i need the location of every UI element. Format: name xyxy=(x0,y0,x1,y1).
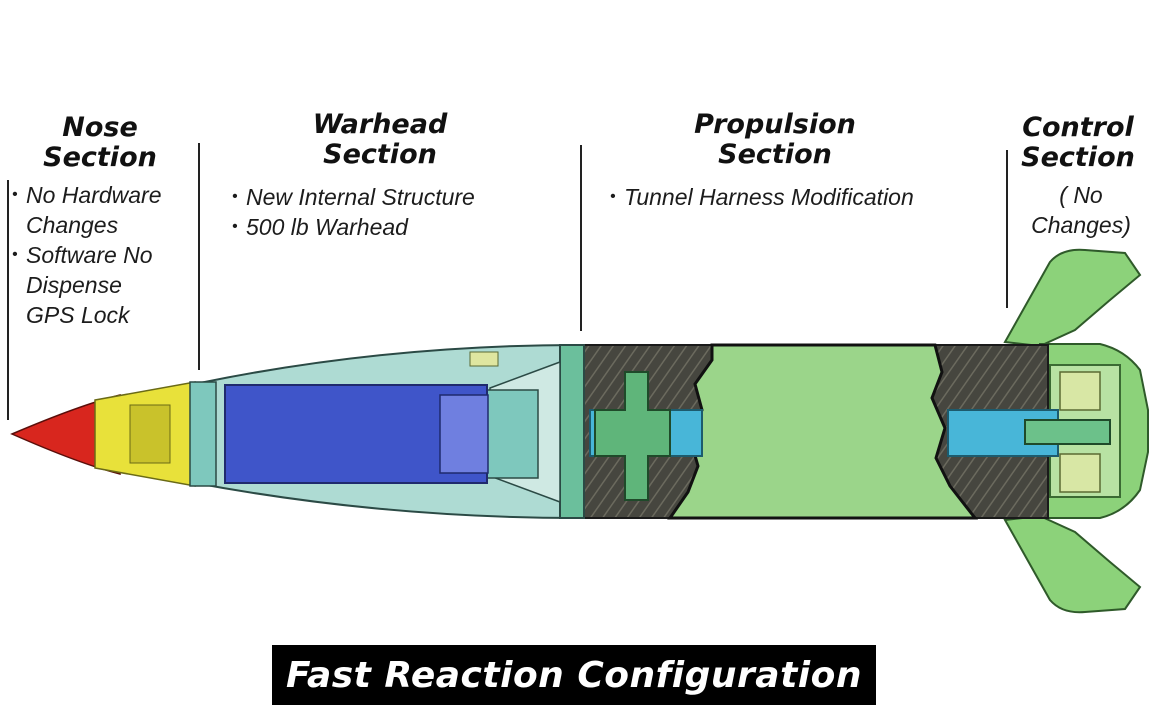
control-note: ( No Changes) xyxy=(1018,180,1144,240)
propulsion-section-title: Propulsion Section xyxy=(680,110,870,170)
nose-bullets: No Hardware Changes Software No Dispense… xyxy=(10,180,162,330)
nose-bullet-1: No Hardware Changes xyxy=(10,180,162,240)
igniter-fitting xyxy=(594,371,671,501)
upper-fin xyxy=(1003,248,1142,348)
propulsion-title-line1: Propulsion xyxy=(694,109,856,140)
control-note-line2: Changes) xyxy=(1031,212,1131,238)
control-note-line1: ( No xyxy=(1059,182,1103,208)
divider-left-edge xyxy=(7,180,9,420)
warhead-bullet-2: 500 lb Warhead xyxy=(230,212,475,242)
motor-grain-block xyxy=(667,343,979,520)
warhead-bullet-1: New Internal Structure xyxy=(230,182,475,212)
divider-propulsion-control xyxy=(1006,150,1008,308)
divider-warhead-propulsion xyxy=(580,145,582,331)
control-section-title: Control Section xyxy=(1010,113,1146,173)
nose-bullet-2-line1: Software No xyxy=(26,242,153,268)
control-actuator-top xyxy=(1059,371,1101,411)
nose-bullet-2-line2: Dispense xyxy=(26,272,122,298)
nose-section-title: Nose Section xyxy=(30,113,170,173)
propulsion-bullet-1: Tunnel Harness Modification xyxy=(608,182,914,212)
nose-bullet-1-line1: No Hardware xyxy=(26,182,162,208)
divider-nose-warhead xyxy=(198,143,200,370)
nose-electronics-detail xyxy=(129,404,171,464)
configuration-banner: Fast Reaction Configuration xyxy=(272,645,876,705)
warhead-bullets: New Internal Structure 500 lb Warhead xyxy=(230,182,475,242)
control-actuator-bottom xyxy=(1059,453,1101,493)
warhead-rear-cap xyxy=(439,394,489,474)
nose-title-line1: Nose xyxy=(62,112,138,143)
lower-fin xyxy=(1003,514,1142,614)
propulsion-title-line2: Section xyxy=(718,139,832,170)
control-title-line1: Control xyxy=(1022,112,1134,143)
control-title-line2: Section xyxy=(1021,142,1135,173)
nose-bullet-2: Software No Dispense GPS Lock xyxy=(10,240,162,330)
warhead-title-line2: Section xyxy=(323,139,437,170)
aft-bulkhead xyxy=(559,344,585,519)
nose-bullet-1-line2: Changes xyxy=(26,212,119,238)
warhead-title-line1: Warhead xyxy=(312,109,448,140)
warhead-top-detail xyxy=(469,351,499,367)
nose-bulkhead xyxy=(189,381,217,487)
nose-title-line2: Section xyxy=(43,142,157,173)
warhead-section-title: Warhead Section xyxy=(300,110,460,170)
propulsion-bullets: Tunnel Harness Modification xyxy=(608,182,914,212)
nose-bullet-2-line3: GPS Lock xyxy=(26,302,130,328)
aft-fitting xyxy=(1024,419,1111,445)
banner-text: Fast Reaction Configuration xyxy=(286,654,862,696)
